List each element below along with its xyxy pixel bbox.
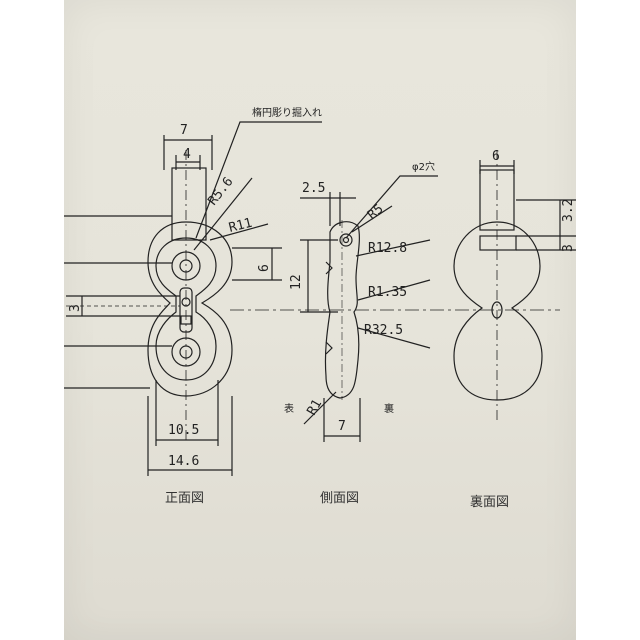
front-r56-leader: [193, 177, 253, 251]
side-mark-2: [325, 341, 333, 355]
front-hole-gap-label: 6: [257, 264, 272, 272]
side-r325-leader: [357, 327, 431, 349]
front-body-outline: [147, 221, 233, 397]
front-r11-label: R11: [227, 216, 253, 236]
side-mark-1: [325, 261, 333, 275]
side-back-label: 裏: [384, 402, 394, 415]
back-recess: [479, 235, 517, 251]
front-left3-label: 3: [68, 304, 83, 312]
back-right3-label: 3: [561, 244, 576, 252]
side-height-label: 12: [289, 274, 304, 290]
side-r128-leader: [355, 239, 431, 257]
front-top-tab: [171, 167, 207, 241]
front-view-caption: 正面図: [165, 491, 204, 506]
back-rightcut-label: 3.2: [561, 199, 576, 222]
front-note-leader: [195, 121, 322, 239]
side-r135-leader: [357, 279, 431, 301]
back-view-caption: 裏面図: [470, 495, 509, 510]
side-hole-inner: [342, 236, 350, 244]
front-inner-bottom-label: 10.5: [168, 423, 199, 438]
front-note-label: 楕円彫り掘入れ: [252, 106, 322, 119]
front-r11-leader: [209, 223, 269, 241]
front-view: [64, 121, 560, 476]
side-hole-outer: [339, 233, 353, 247]
front-inner-width-label: 4: [183, 147, 191, 162]
side-view-caption: 側面図: [320, 491, 359, 506]
side-hole-label: φ2穴: [412, 160, 435, 173]
back-view: [453, 150, 576, 420]
side-top-offset-label: 2.5: [302, 181, 325, 196]
back-top-width-label: 6: [492, 149, 500, 164]
front-overall-width-label: 14.6: [168, 454, 199, 469]
side-r1-leader: [303, 391, 337, 425]
front-top-width-label: 7: [180, 123, 188, 138]
side-r128-label: R12.8: [368, 241, 407, 256]
side-hole-leader: [345, 175, 438, 239]
side-r5-label: R5: [365, 202, 387, 224]
side-r5-leader: [351, 205, 393, 233]
back-body-outline: [453, 221, 543, 401]
side-r325-label: R32.5: [364, 323, 403, 338]
side-r1-label: R1: [304, 397, 325, 418]
side-view: [300, 175, 438, 442]
side-front-label: 表: [284, 402, 294, 415]
side-r135-label: R1.35: [368, 285, 407, 300]
side-profile: [324, 221, 360, 399]
drawing-paper: [64, 0, 576, 640]
side-width-label: 7: [338, 419, 346, 434]
